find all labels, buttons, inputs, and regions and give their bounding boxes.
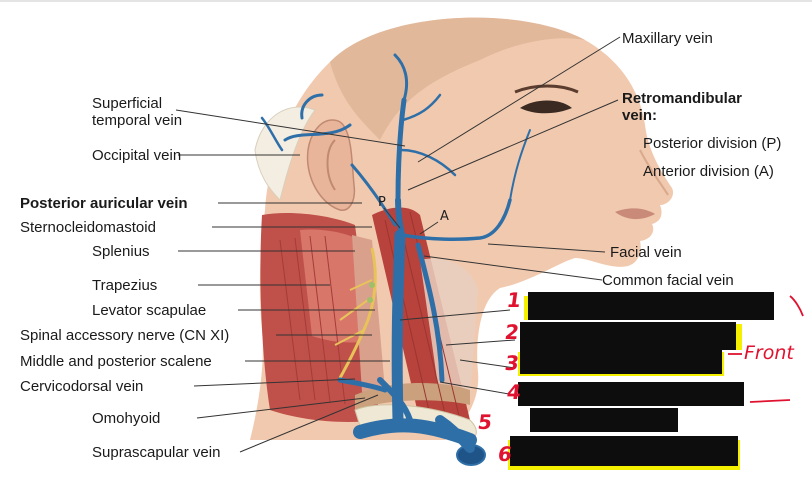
- red-dash: [749, 399, 791, 403]
- label-superficial-temporal-vein: Superficial temporal vein: [92, 95, 182, 129]
- red-curve: [789, 295, 804, 317]
- redaction-box-6: [510, 436, 738, 466]
- cervicodorsal-vein-path: [337, 377, 388, 393]
- muscle-striations: [279, 235, 346, 405]
- hairline-shade: [330, 17, 585, 141]
- jugular-trunk: [391, 229, 406, 426]
- redaction-box-3: [520, 350, 722, 374]
- label-maxillary-vein: Maxillary vein: [622, 30, 713, 47]
- label-superficial-temporal-line-2: temporal vein: [92, 112, 183, 129]
- label-sternocleidomastoid: Sternocleidomastoid: [20, 219, 156, 236]
- redaction-box-5: [530, 408, 678, 432]
- ear-fold: [326, 139, 336, 191]
- annotation-number-6: 6: [496, 442, 514, 466]
- lips-shape: [615, 208, 655, 220]
- annotation-number-4: 4: [505, 380, 523, 404]
- annotation-number-2: 2: [503, 320, 521, 344]
- eyebrow-shape: [514, 84, 579, 94]
- marker-p: P: [378, 195, 386, 210]
- label-suprascapular-vein: Suprascapular vein: [92, 444, 221, 461]
- label-occipital-vein: Occipital vein: [92, 147, 182, 164]
- label-trapezius: Trapezius: [92, 277, 158, 294]
- superficial-temporal-vein-trunk: [395, 97, 407, 203]
- nose-line: [639, 149, 669, 196]
- label-anterior-division: Anterior division (A): [643, 163, 774, 180]
- label-spinal-accessory-nerve: Spinal accessory nerve (CN XI): [20, 327, 230, 344]
- label-superficial-temporal-line-1: Superficial: [92, 95, 163, 112]
- handwritten-marks: [728, 295, 804, 403]
- label-splenius: Splenius: [92, 243, 150, 260]
- label-posterior-auricular-vein: Posterior auricular vein: [20, 195, 188, 212]
- label-levator-scapulae: Levator scapulae: [92, 302, 207, 319]
- top-border: [0, 0, 812, 2]
- levator-scapulae-muscle: [352, 235, 385, 392]
- label-posterior-division: Posterior division (P): [643, 135, 782, 152]
- label-middle-posterior-scalene: Middle and posterior scalene: [20, 353, 212, 370]
- anterior-neck-fascia: [420, 258, 478, 400]
- label-facial-vein: Facial vein: [610, 244, 682, 261]
- eye-shape: [520, 100, 572, 114]
- label-cervicodorsal-vein: Cervicodorsal vein: [20, 378, 144, 395]
- annotation-number-5: 5: [476, 410, 494, 434]
- venous-network: [260, 53, 531, 466]
- redaction-box-4: [518, 382, 744, 406]
- label-common-facial-vein: Common facial vein: [602, 272, 734, 289]
- occipital-vein-path: [283, 123, 352, 142]
- annotation-number-1: 1: [505, 288, 523, 312]
- label-retromandibular-line-2: vein:: [622, 107, 658, 124]
- ear-shape: [306, 119, 356, 211]
- spinal-accessory-nerve: [334, 247, 377, 379]
- label-omohyoid: Omohyoid: [92, 410, 161, 427]
- leader-lines: [175, 36, 621, 453]
- marker-a: A: [440, 209, 449, 224]
- label-retromandibular-line-1: Retromandibular: [622, 90, 743, 107]
- annotation-number-3: 3: [503, 351, 521, 375]
- redaction-box-2: [520, 322, 736, 350]
- handwritten-front-note: Front: [744, 342, 794, 364]
- ear: [306, 119, 356, 211]
- facial-vein-path: [400, 198, 512, 241]
- redaction-box-1: [528, 292, 774, 320]
- label-retromandibular-vein: Retromandibular vein:: [622, 90, 742, 124]
